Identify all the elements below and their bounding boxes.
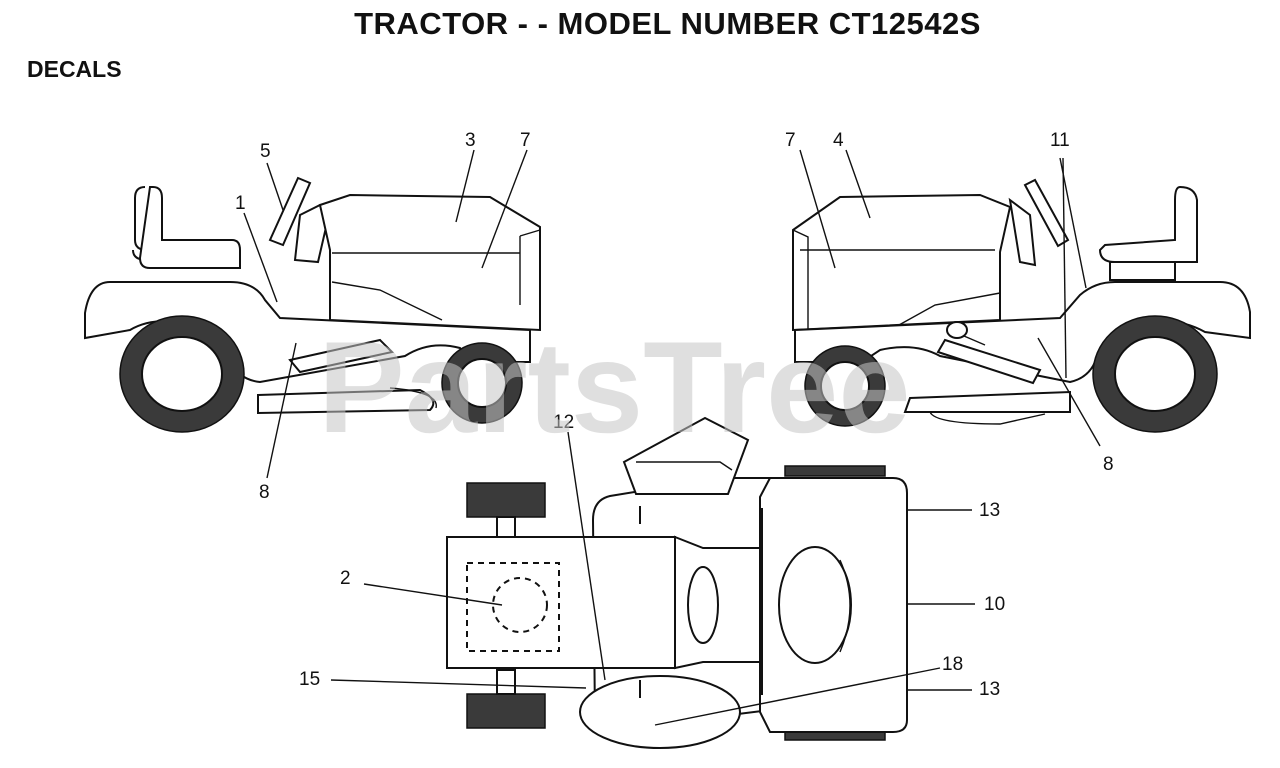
callout-4: 4 [833, 130, 844, 151]
top-view: 12 13 2 10 15 18 13 [299, 412, 1005, 749]
callout-8-right: 8 [1103, 454, 1114, 475]
left-side-view: 5 3 7 1 8 [84, 130, 541, 503]
callout-11: 11 [1050, 130, 1070, 151]
callout-13-top: 13 [979, 500, 1000, 521]
callout-15: 15 [299, 669, 320, 690]
callout-8: 8 [259, 482, 270, 503]
callout-18: 18 [942, 654, 963, 675]
callout-3: 3 [465, 130, 476, 151]
callout-12: 12 [553, 412, 574, 433]
section-title: DECALS [27, 56, 122, 82]
callout-7-right: 7 [785, 130, 796, 151]
callout-5: 5 [260, 141, 271, 162]
page-title: TRACTOR - - MODEL NUMBER CT12542S [354, 6, 981, 41]
callout-1: 1 [235, 193, 246, 214]
callout-2: 2 [340, 568, 351, 589]
callout-7: 7 [520, 130, 531, 151]
right-side-view: 7 4 11 8 [785, 130, 1251, 475]
watermark: PartsTree [318, 314, 911, 460]
callout-13-bottom: 13 [979, 679, 1000, 700]
callout-10: 10 [984, 594, 1005, 615]
